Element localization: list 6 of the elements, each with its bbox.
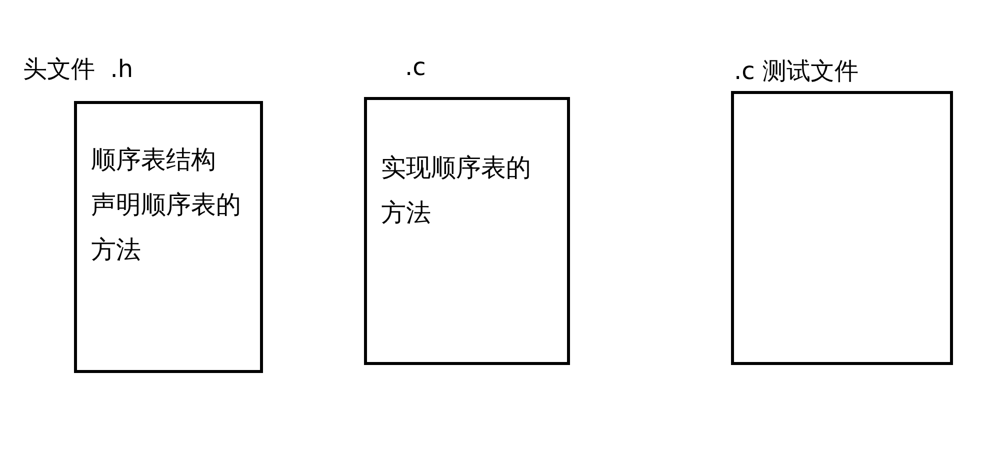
file-heading: .c	[405, 52, 426, 82]
file-heading: 头文件 .h	[23, 54, 134, 84]
description-text: 顺序表结构	[91, 144, 217, 176]
description-text: 声明顺序表的方法	[91, 189, 242, 266]
file-heading: .c 测试文件	[734, 56, 858, 86]
description-text: 实现顺序表的方法	[381, 152, 532, 229]
